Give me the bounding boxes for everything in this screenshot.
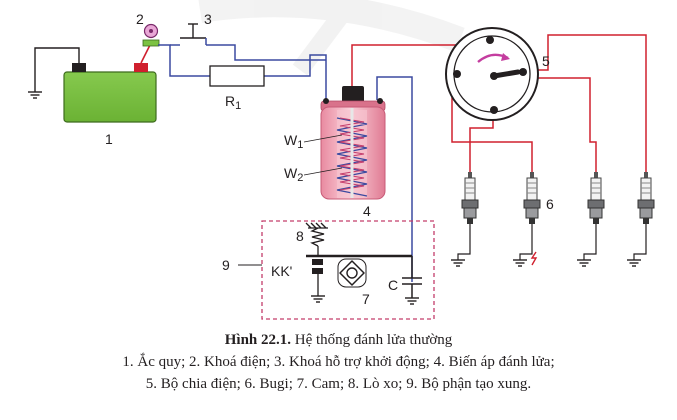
leader-w1 [303, 134, 343, 143]
spark-icon [530, 251, 538, 266]
label-pulse-unit: 9 [222, 257, 230, 273]
leader-w2 [303, 167, 343, 176]
resistor-r1 [209, 65, 265, 87]
caption-title-text: Hệ thống đánh lửa thường [291, 332, 453, 348]
label-spring: 8 [296, 228, 304, 244]
cam [337, 258, 367, 288]
figure-caption: Hình 22.1. Hệ thống đánh lửa thường 1. Ắ… [0, 329, 677, 395]
label-start-switch: 3 [204, 11, 212, 27]
caption-title-number: Hình 22.1. [224, 332, 292, 348]
contact-breaker [306, 246, 412, 303]
spark-plug [576, 171, 605, 267]
label-w1: W1 [284, 132, 303, 151]
label-distributor: 5 [542, 53, 550, 69]
ignition-switch [140, 23, 160, 64]
label-r1: R1 [225, 93, 241, 112]
caption-legend-line-2: 5. Bộ chia điện; 6. Bugi; 7. Cam; 8. Lò … [145, 376, 532, 392]
spark-plug [512, 171, 541, 267]
ignition-coil [320, 86, 386, 200]
label-battery: 1 [105, 131, 113, 147]
label-spark-plug: 6 [546, 196, 554, 212]
caption-title: Hình 22.1. Hệ thống đánh lửa thường [0, 329, 677, 351]
pulse-unit-box [261, 220, 435, 320]
caption-legend-line-1: 1. Ắc quy; 2. Khoá điện; 3. Khoá hỗ trợ … [122, 354, 555, 370]
start-switch [180, 23, 206, 39]
capacitor [402, 256, 422, 305]
distributor [445, 27, 539, 121]
label-coil: 4 [363, 203, 371, 219]
ignition-system-diagram: 1 2 3 R1 W1 W2 4 [27, 0, 655, 320]
label-w2: W2 [284, 165, 303, 184]
battery [63, 63, 157, 123]
spark-plug [626, 171, 655, 267]
label-cam: 7 [362, 291, 370, 307]
spring [305, 222, 328, 247]
spark-plug [450, 171, 479, 267]
spark-plugs [450, 171, 655, 267]
label-ignition-switch: 2 [136, 11, 144, 27]
primary-wiring [158, 38, 413, 282]
label-contact: KK' [271, 263, 292, 279]
label-capacitor: C [388, 277, 398, 293]
battery-negative-wire [27, 47, 80, 99]
